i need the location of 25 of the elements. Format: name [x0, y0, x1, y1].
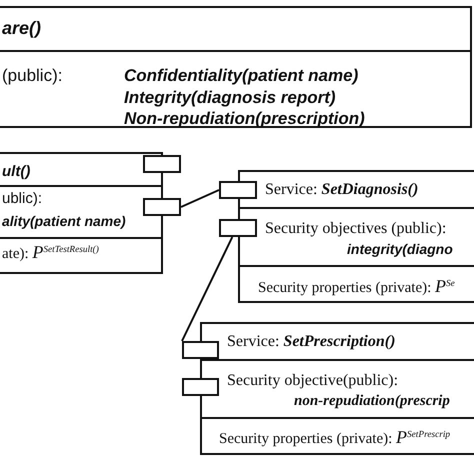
compartment-label: Security objective(public): — [227, 371, 398, 390]
compartment-label: ublic): — [2, 190, 42, 208]
port-box — [143, 198, 181, 216]
class-name: are() — [2, 18, 42, 40]
compartment-label: Security objectives (public): — [265, 219, 446, 238]
port-box — [143, 155, 181, 173]
security-properties: Security properties (private): P$^{SetPrescrip}$ — [219, 427, 450, 449]
security-properties: ate): P$^{SetTestResult()}$ — [2, 242, 99, 264]
security-objective: Non-repudiation(prescription) — [124, 109, 365, 130]
class-box — [0, 6, 472, 128]
port-box — [182, 378, 219, 396]
port-box — [219, 219, 257, 237]
service-label: Service: SetPrescription() — [227, 332, 396, 352]
security-objective: Integrity(diagnosis report) — [124, 88, 336, 108]
security-properties: Security properties (private): P$^{Se}$ — [258, 276, 455, 298]
security-objective: non-repudiation(prescrip — [294, 392, 450, 410]
connector-line — [180, 189, 220, 208]
security-objective: integrity(diagno — [347, 241, 453, 258]
service-label: Service: SetDiagnosis() — [265, 180, 418, 200]
compartment-label: (public): — [2, 66, 62, 86]
security-objective: Confidentiality(patient name) — [124, 66, 358, 86]
security-objective: ality(patient name) — [2, 213, 126, 230]
service-name: ult() — [2, 163, 30, 181]
port-box — [219, 181, 257, 199]
port-box — [182, 341, 219, 359]
